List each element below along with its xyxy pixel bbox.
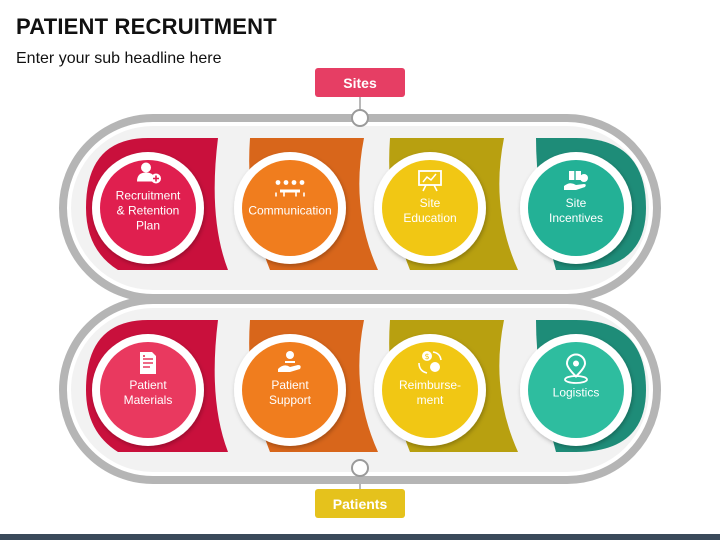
svg-text:$: $ [424,352,429,361]
page-title: PATIENT RECRUITMENT [16,14,277,39]
node-label: Communication [248,204,331,218]
sites-tag-label: Sites [343,75,377,91]
node-label: Education [403,211,456,225]
node-label: Support [269,393,312,407]
footer-bar [0,534,720,540]
node-disc [100,160,196,256]
patients-node-4: Logistics [520,334,632,446]
node-label: Recruitment [116,189,181,203]
patients-row: PatientMaterialsPatientSupport$Reimburse… [59,296,661,484]
patients-tag: Patients [315,489,405,518]
node-disc [242,342,338,438]
meeting-icon [275,180,305,197]
presentation-icon [418,170,442,192]
money-cycle-icon: $ [418,351,442,374]
support-hand-icon [278,351,301,372]
node-disc [528,342,624,438]
node-label: Logistics [553,386,600,400]
location-pin-icon [564,353,588,384]
node-label: Site [566,196,587,210]
bottom-connector-knob [351,459,369,477]
node-disc [528,160,624,256]
node-disc [382,160,478,256]
node-disc [382,342,478,438]
node-label: Materials [124,393,173,407]
node-label: Incentives [549,211,603,225]
sites-tag: Sites [315,68,405,97]
top-connector-knob [351,109,369,127]
patients-node-3: $ Reimburse-ment [374,334,486,446]
node-label: ment [417,393,444,407]
node-label: Patient [271,378,309,392]
node-disc [242,160,338,256]
node-label: Reimburse- [399,378,461,392]
document-icon [140,352,156,374]
user-add-icon [137,162,161,184]
node-label: Site [420,196,441,210]
node-disc [100,342,196,438]
sites-node-2: Communication [234,152,346,264]
patients-tag-label: Patients [333,496,388,512]
node-label: Patient [129,378,167,392]
node-label: & Retention [117,204,180,218]
gift-hand-icon [564,171,588,190]
page-subtitle: Enter your sub headline here [16,50,222,67]
node-label: Plan [136,219,160,233]
